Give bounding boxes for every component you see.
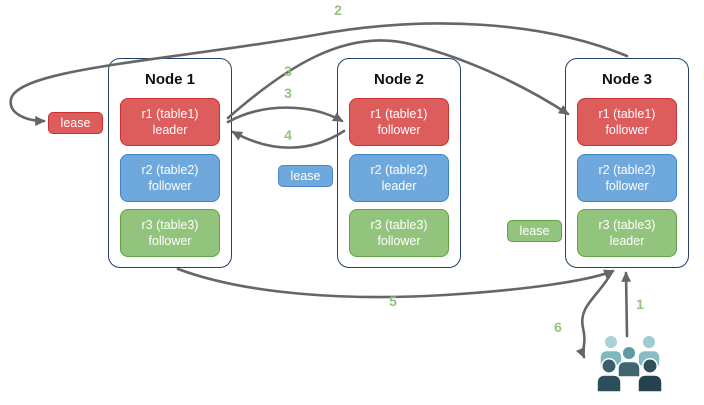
replica-role: leader (381, 179, 417, 193)
node-1-replica-r2: r2 (table2) follower (120, 154, 220, 202)
arrow-6-path (575, 270, 614, 359)
node-3-replica-r3: r3 (table3) leader (577, 209, 677, 257)
node-1: Node 1 r1 (table1) leader r2 (table2) fo… (108, 58, 232, 268)
replica-role: follower (377, 123, 421, 137)
replica-role: follower (148, 234, 192, 248)
node-3-replica-r2: r2 (table2) follower (577, 154, 677, 202)
person-icon (637, 358, 663, 393)
replica-role: leader (152, 123, 188, 137)
users-icon (596, 334, 663, 393)
arrow-1-path (621, 271, 632, 338)
node-1-replica-r3: r3 (table3) follower (120, 209, 220, 257)
replica-label: r1 (table1) (370, 107, 428, 121)
person-icon (637, 334, 661, 367)
replica-role: leader (609, 234, 645, 248)
node-2-replica-r1: r1 (table1) follower (349, 98, 449, 146)
node-3-replica-r1: r1 (table1) follower (577, 98, 677, 146)
node-2-replica-r3: r3 (table3) follower (349, 209, 449, 257)
step-label-3-upper: 3 (284, 63, 292, 79)
node-2-title: Node 2 (373, 71, 424, 88)
replica-label: r2 (table2) (598, 163, 656, 177)
node-2: Node 2 r1 (table1) follower r2 (table2) … (337, 58, 461, 268)
replica-label: r3 (table3) (370, 218, 428, 232)
replica-label: r1 (table1) (141, 107, 199, 121)
replica-role: follower (605, 123, 649, 137)
step-label-5: 5 (389, 293, 397, 309)
person-icon (617, 345, 641, 378)
node-1-title: Node 1 (144, 71, 195, 88)
replica-label: r1 (table1) (598, 107, 656, 121)
lease-badge-r1: lease (48, 112, 103, 134)
arrow-3-lower-path (226, 106, 344, 124)
replica-role: follower (377, 234, 421, 248)
step-label-3-lower: 3 (284, 85, 292, 101)
replica-label: r2 (table2) (370, 163, 428, 177)
node-3: Node 3 r1 (table1) follower r2 (table2) … (565, 58, 689, 268)
lease-badge-r3: lease (507, 220, 562, 242)
replica-label: r3 (table3) (141, 218, 199, 232)
arrow-2-path (9, 22, 629, 126)
node-1-replica-r1: r1 (table1) leader (120, 98, 220, 146)
node-3-title: Node 3 (601, 71, 652, 88)
lease-badge-r2: lease (278, 165, 333, 187)
replica-label: r3 (table3) (598, 218, 656, 232)
replica-role: follower (148, 179, 192, 193)
step-label-2: 2 (334, 2, 342, 18)
step-label-4: 4 (284, 127, 292, 143)
step-label-6: 6 (554, 319, 562, 335)
step-label-1: 1 (636, 296, 644, 312)
person-icon (596, 358, 622, 393)
replica-role: follower (605, 179, 649, 193)
person-icon (599, 334, 623, 367)
replica-label: r2 (table2) (141, 163, 199, 177)
node-2-replica-r2: r2 (table2) leader (349, 154, 449, 202)
